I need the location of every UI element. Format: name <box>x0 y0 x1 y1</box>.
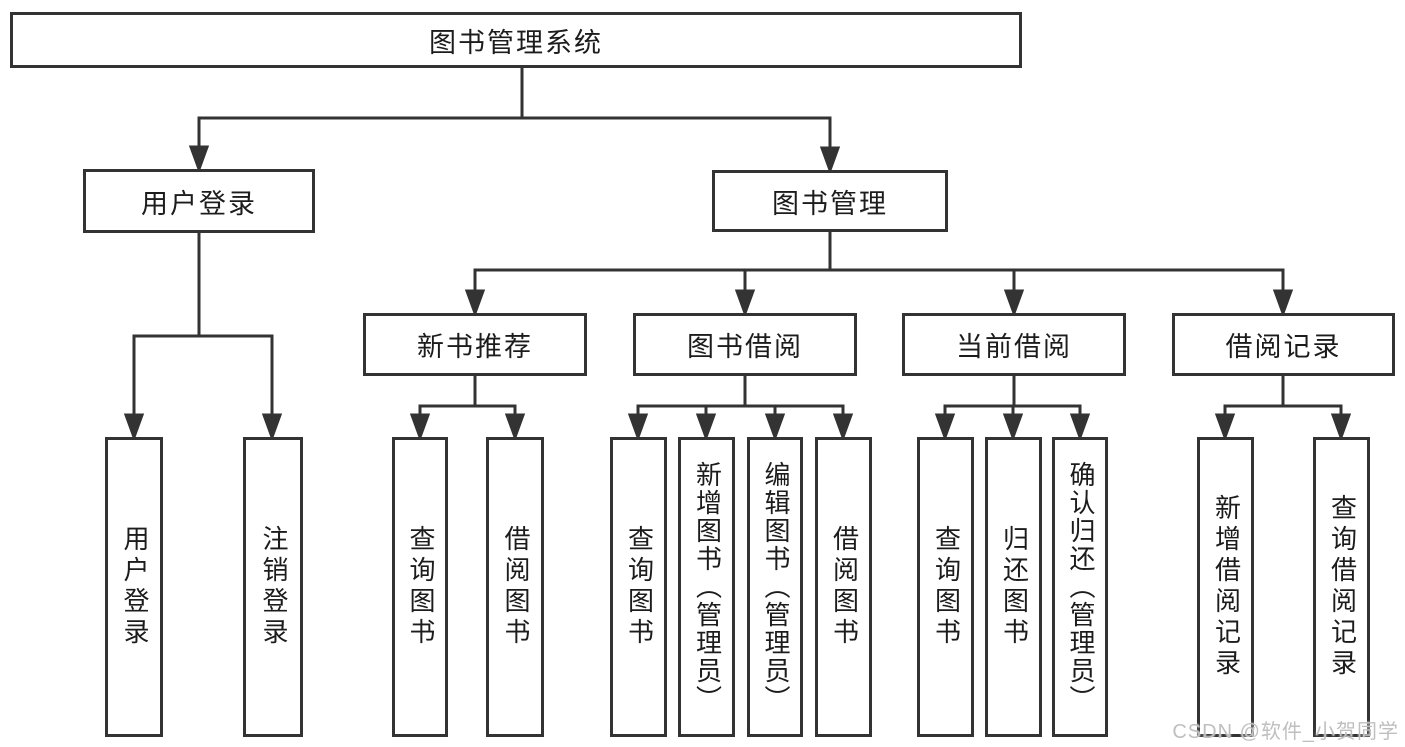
arrowhead-icon <box>819 146 841 175</box>
node-borrowing-records-label: 借阅记录 <box>1225 332 1342 362</box>
arrowhead-icon <box>123 413 145 442</box>
node-book-borrowing-label: 图书借阅 <box>687 332 803 362</box>
connector-current-borrowing-to-leaves <box>934 376 1091 442</box>
leaf-query-books-2: 查询图书 <box>610 437 667 737</box>
leaf-user-login: 用户登录 <box>105 437 163 737</box>
node-new-book-recommend: 新书推荐 <box>363 313 587 376</box>
arrowhead-icon <box>695 413 717 442</box>
leaf-user-login-label: 用户登录 <box>119 525 150 649</box>
arrowhead-icon <box>1003 289 1025 318</box>
leaf-query-books-3: 查询图书 <box>917 437 974 737</box>
node-user-login: 用户登录 <box>83 169 315 233</box>
leaf-query-borrow-record-label: 查询借阅记录 <box>1327 494 1358 680</box>
arrowhead-icon <box>1272 289 1294 318</box>
node-book-management-label: 图书管理 <box>772 188 888 219</box>
leaf-add-borrow-record-label: 新增借阅记录 <box>1211 494 1242 680</box>
leaf-borrow-books-2: 借阅图书 <box>815 437 872 737</box>
leaf-borrow-books-1-label: 借阅图书 <box>500 525 531 649</box>
node-current-borrowing-label: 当前借阅 <box>956 332 1072 362</box>
leaf-query-borrow-record: 查询借阅记录 <box>1313 437 1370 737</box>
connector-root-to-level2 <box>188 68 841 175</box>
arrowhead-icon <box>764 413 786 442</box>
arrowhead-icon <box>504 413 526 442</box>
arrowhead-icon <box>734 289 756 318</box>
arrowhead-icon <box>1214 413 1236 442</box>
arrowhead-icon <box>934 413 956 442</box>
arrowhead-icon <box>409 413 431 442</box>
leaf-confirm-return-admin-label: 确认归还（管理员） <box>1065 461 1096 713</box>
node-root: 图书管理系统 <box>10 12 1022 68</box>
leaf-logout-label: 注销登录 <box>258 525 289 649</box>
leaf-return-books: 归还图书 <box>985 437 1042 737</box>
leaf-add-borrow-record: 新增借阅记录 <box>1197 437 1254 737</box>
node-book-borrowing: 图书借阅 <box>633 313 857 376</box>
node-user-login-label: 用户登录 <box>141 188 257 219</box>
leaf-query-books-1: 查询图书 <box>392 437 448 737</box>
connector-borrowing-records-to-leaves <box>1214 376 1352 442</box>
connector-user-login-to-leaves <box>123 233 283 442</box>
node-book-management: 图书管理 <box>712 170 948 232</box>
node-current-borrowing: 当前借阅 <box>902 313 1126 376</box>
leaf-edit-books-admin-label: 编辑图书（管理员） <box>760 461 791 713</box>
leaf-edit-books-admin: 编辑图书（管理员） <box>747 437 803 737</box>
leaf-query-books-2-label: 查询图书 <box>624 525 655 649</box>
connector-new-book-recommend-to-leaves <box>409 376 526 442</box>
leaf-confirm-return-admin: 确认归还（管理员） <box>1052 437 1108 737</box>
leaf-add-books-admin: 新增图书（管理员） <box>678 437 735 737</box>
node-root-label: 图书管理系统 <box>429 27 603 58</box>
arrowhead-icon <box>1330 413 1352 442</box>
node-borrowing-records: 借阅记录 <box>1172 313 1395 376</box>
arrowhead-icon <box>1069 413 1091 442</box>
leaf-query-books-3-label: 查询图书 <box>931 525 962 649</box>
leaf-add-books-admin-label: 新增图书（管理员） <box>692 461 723 713</box>
leaf-borrow-books-2-label: 借阅图书 <box>829 525 860 649</box>
node-new-book-recommend-label: 新书推荐 <box>417 332 533 362</box>
arrowhead-icon <box>1002 413 1024 442</box>
arrowhead-icon <box>464 289 486 318</box>
arrowhead-icon <box>832 413 854 442</box>
connector-book-borrowing-to-leaves <box>627 376 854 442</box>
leaf-return-books-label: 归还图书 <box>999 525 1030 649</box>
leaf-borrow-books-1: 借阅图书 <box>486 437 544 737</box>
connector-book-management-to-level3 <box>464 232 1294 318</box>
arrowhead-icon <box>627 413 649 442</box>
arrowhead-icon <box>261 413 283 442</box>
arrowhead-icon <box>188 145 210 174</box>
leaf-logout: 注销登录 <box>243 437 303 737</box>
leaf-query-books-1-label: 查询图书 <box>405 525 436 649</box>
